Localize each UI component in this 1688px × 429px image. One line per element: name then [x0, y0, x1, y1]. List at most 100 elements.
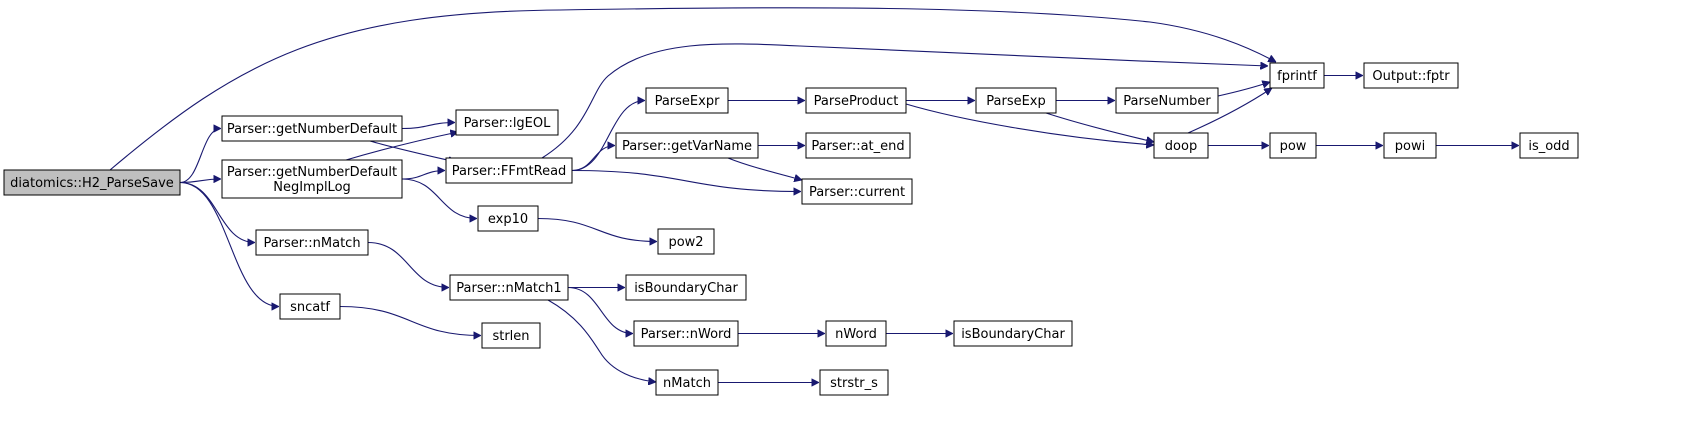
edge-n12-n5 — [1217, 82, 1270, 97]
node-label: sncatf — [290, 300, 330, 315]
node-n0[interactable]: diatomics::H2_ParseSave — [3, 169, 181, 196]
node-label: ParseExp — [986, 94, 1046, 109]
node-label: Parser::at_end — [811, 139, 904, 154]
node-n19[interactable]: Parser::current — [801, 178, 913, 205]
edge-n0-n1 — [179, 129, 222, 184]
node-n25[interactable]: nWord — [825, 320, 887, 347]
node-n4[interactable]: sncatf — [279, 293, 341, 320]
node-label: exp10 — [488, 212, 528, 227]
node-n29[interactable]: strlen — [481, 322, 541, 349]
node-n13[interactable]: doop — [1153, 132, 1209, 159]
node-box[interactable] — [1269, 62, 1325, 89]
node-n17[interactable]: Parser::getVarName — [615, 132, 759, 159]
edge-n20-n21 — [537, 217, 657, 242]
node-label: Parser::nMatch1 — [456, 281, 561, 296]
node-n11[interactable]: ParseExp — [975, 87, 1057, 114]
node-label: isBoundaryChar — [961, 327, 1065, 342]
node-n8[interactable]: Parser::FFmtRead — [445, 157, 573, 184]
node-n16[interactable]: is_odd — [1519, 132, 1579, 159]
edge-n17-n19 — [727, 157, 802, 180]
edge-n2-n7 — [345, 132, 458, 161]
node-n24[interactable]: Parser::nWord — [633, 320, 739, 347]
node-box[interactable] — [445, 157, 573, 184]
node-label: doop — [1165, 139, 1197, 154]
edge-n2-n20 — [401, 178, 477, 219]
edge-n22-n24 — [567, 286, 633, 334]
node-n18[interactable]: Parser::at_end — [805, 132, 911, 159]
edge-n0-n5 — [109, 7, 1276, 171]
node-label: isBoundaryChar — [634, 281, 738, 296]
edge-n10-n13 — [905, 103, 1154, 145]
node-box[interactable] — [455, 109, 559, 136]
edge-n8-n5 — [541, 43, 1268, 159]
node-n15[interactable]: powi — [1383, 132, 1437, 159]
node-label: Parser::FFmtRead — [452, 164, 567, 179]
node-box[interactable] — [279, 293, 341, 320]
node-box[interactable] — [1115, 87, 1219, 114]
node-n1[interactable]: Parser::getNumberDefault — [221, 115, 403, 142]
node-box[interactable] — [657, 228, 715, 255]
node-box[interactable] — [633, 320, 739, 347]
node-label: strstr_s — [830, 376, 878, 391]
node-label: nMatch — [663, 376, 711, 391]
node-box[interactable] — [1153, 132, 1209, 159]
node-n14[interactable]: pow — [1269, 132, 1317, 159]
node-box[interactable] — [221, 159, 403, 199]
node-box[interactable] — [825, 320, 887, 347]
node-label: diatomics::H2_ParseSave — [10, 176, 174, 191]
node-label: ParseExpr — [655, 94, 720, 109]
node-box[interactable] — [801, 178, 913, 205]
node-label: powi — [1395, 139, 1425, 154]
node-box[interactable] — [255, 229, 369, 256]
node-n21[interactable]: pow2 — [657, 228, 715, 255]
node-n20[interactable]: exp10 — [477, 205, 539, 232]
node-box[interactable] — [645, 87, 729, 114]
node-box[interactable] — [221, 115, 403, 142]
root-node-box[interactable] — [3, 169, 181, 196]
node-label: pow — [1280, 139, 1307, 154]
node-label: Output::fptr — [1372, 69, 1450, 84]
node-n9[interactable]: ParseExpr — [645, 87, 729, 114]
node-n28[interactable]: strstr_s — [819, 369, 889, 396]
node-label: pow2 — [668, 235, 703, 250]
node-box[interactable] — [1363, 62, 1459, 89]
node-box[interactable] — [953, 320, 1073, 347]
node-box[interactable] — [975, 87, 1057, 114]
node-label: is_odd — [1528, 139, 1569, 154]
node-n5[interactable]: fprintf — [1269, 62, 1325, 89]
node-label: Parser::getNumberDefault — [227, 165, 397, 180]
node-box[interactable] — [655, 369, 719, 396]
node-n22[interactable]: Parser::nMatch1 — [449, 274, 569, 301]
node-n27[interactable]: nMatch — [655, 369, 719, 396]
node-box[interactable] — [1383, 132, 1437, 159]
node-box[interactable] — [615, 132, 759, 159]
node-label: ParseProduct — [814, 94, 899, 109]
node-label: Parser::nWord — [641, 327, 732, 342]
node-n10[interactable]: ParseProduct — [805, 87, 907, 114]
node-n6[interactable]: Output::fptr — [1363, 62, 1459, 89]
node-label: nWord — [835, 327, 877, 342]
node-box[interactable] — [819, 369, 889, 396]
node-box[interactable] — [449, 274, 569, 301]
edge-n13-n5 — [1187, 88, 1272, 134]
node-box[interactable] — [481, 322, 541, 349]
edge-n1-n7 — [401, 123, 455, 130]
node-box[interactable] — [477, 205, 539, 232]
edge-n22-n27 — [547, 299, 656, 382]
node-box[interactable] — [1519, 132, 1579, 159]
node-n12[interactable]: ParseNumber — [1115, 87, 1219, 114]
node-label: fprintf — [1277, 69, 1317, 84]
node-n3[interactable]: Parser::nMatch — [255, 229, 369, 256]
node-n23[interactable]: isBoundaryChar — [625, 274, 747, 301]
node-box[interactable] — [805, 87, 907, 114]
node-n26[interactable]: isBoundaryChar — [953, 320, 1073, 347]
node-n7[interactable]: Parser::lgEOL — [455, 109, 559, 136]
node-box[interactable] — [625, 274, 747, 301]
node-label: ParseNumber — [1123, 94, 1211, 109]
node-box[interactable] — [805, 132, 911, 159]
node-label: Parser::getVarName — [622, 139, 752, 154]
node-box[interactable] — [1269, 132, 1317, 159]
node-label: strlen — [492, 329, 529, 344]
